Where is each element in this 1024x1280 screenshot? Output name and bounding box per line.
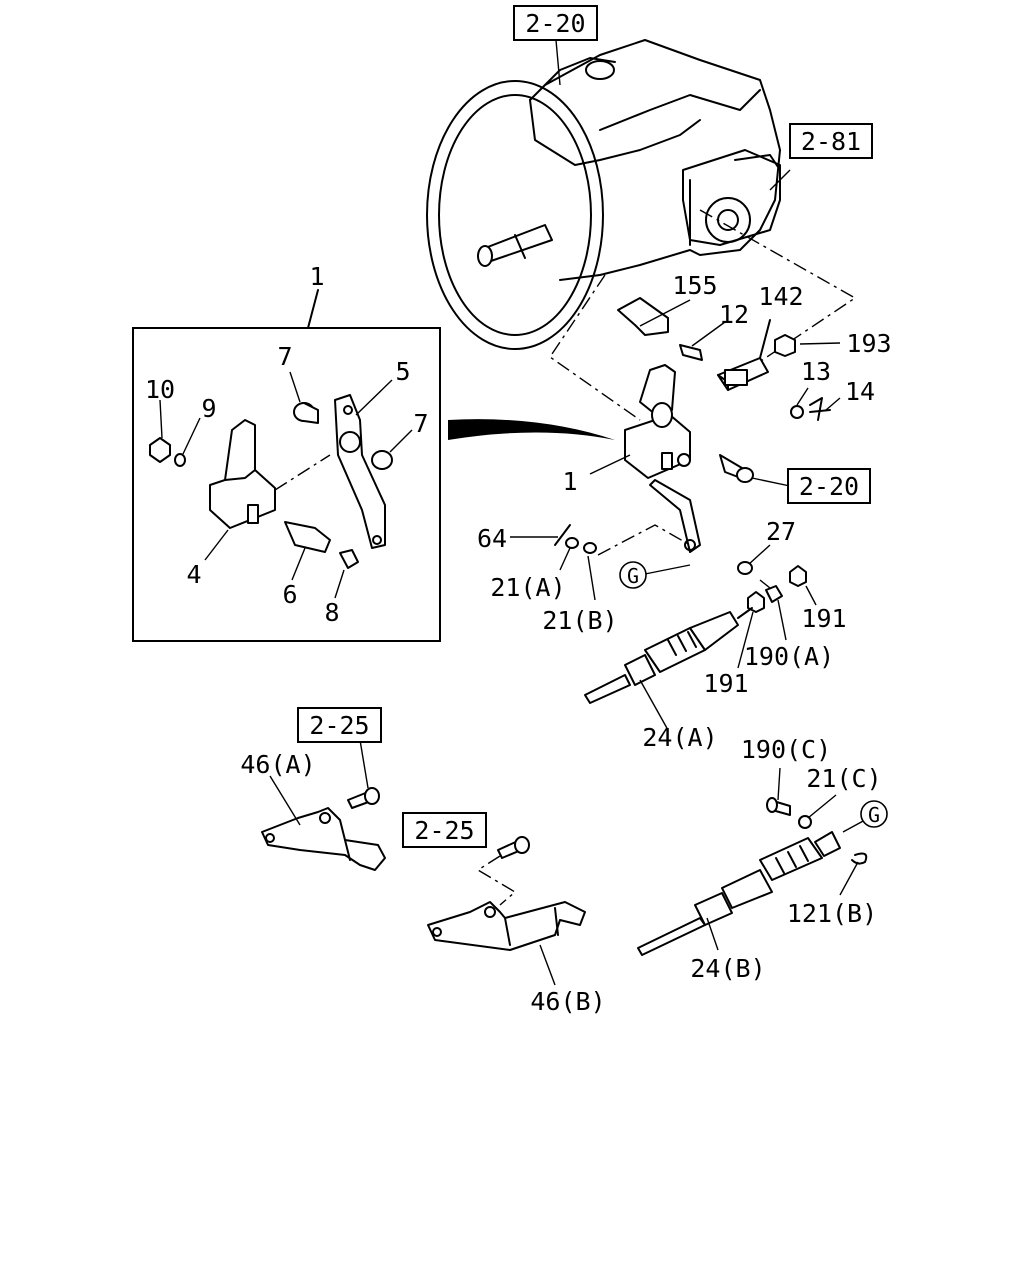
part-label-24b: 24(B) [690,954,765,983]
svg-text:2-25: 2-25 [414,816,474,845]
part-label-193: 193 [846,329,891,358]
part-label-190a: 190(A) [744,642,834,671]
mid-bracket-assembly [510,297,841,669]
part-label-24a: 24(A) [642,723,717,752]
part-label-10: 10 [145,375,175,404]
part-label-21c: 21(C) [806,764,881,793]
part-label-46b: 46(B) [530,987,605,1016]
circle-g-marker [619,561,647,589]
circle-g-label: G [868,803,880,827]
ref-2-20-top[interactable]: 2-20 [513,5,598,41]
part-label-14: 14 [845,377,875,406]
part-label-27: 27 [766,517,796,546]
part-label-7: 7 [277,342,292,371]
cable-24b [637,767,868,956]
ref-2-20-mid[interactable]: 2-20 [787,468,871,504]
circle-g-marker [860,800,888,828]
part-label-191: 191 [703,669,748,698]
svg-text:2-20: 2-20 [525,9,585,38]
part-label-64: 64 [477,524,507,553]
part-label-9: 9 [201,394,216,423]
part-label-8: 8 [324,598,339,627]
part-label-6: 6 [282,580,297,609]
part-label-190c: 190(C) [741,735,831,764]
part-label-46a: 46(A) [240,750,315,779]
part-label-13: 13 [801,357,831,386]
circle-g-label: G [627,564,639,588]
part-label-1-inset: 1 [309,262,324,291]
transmission-housing [426,39,857,421]
svg-text:2-20: 2-20 [799,472,859,501]
svg-text:2-25: 2-25 [309,711,369,740]
bracket-46a [261,739,386,871]
ref-2-81[interactable]: 2-81 [789,123,873,159]
svg-text:2-81: 2-81 [801,127,861,156]
part-label-191: 191 [801,604,846,633]
ref-2-25-mid[interactable]: 2-25 [402,812,487,848]
bracket-46b [427,836,586,986]
part-label-142: 142 [758,282,803,311]
part-label-21b: 21(B) [542,606,617,635]
ref-2-25-left[interactable]: 2-25 [297,707,382,743]
part-label-7: 7 [413,409,428,438]
part-label-121b: 121(B) [787,899,877,928]
part-label-5: 5 [395,357,410,386]
part-label-155: 155 [672,271,717,300]
cable-24a [584,607,753,731]
part-label-4: 4 [186,560,201,589]
part-label-1-main: 1 [562,467,577,496]
part-label-21a: 21(A) [490,573,565,602]
inset-assembly-box [132,289,441,642]
part-label-12: 12 [719,300,749,329]
